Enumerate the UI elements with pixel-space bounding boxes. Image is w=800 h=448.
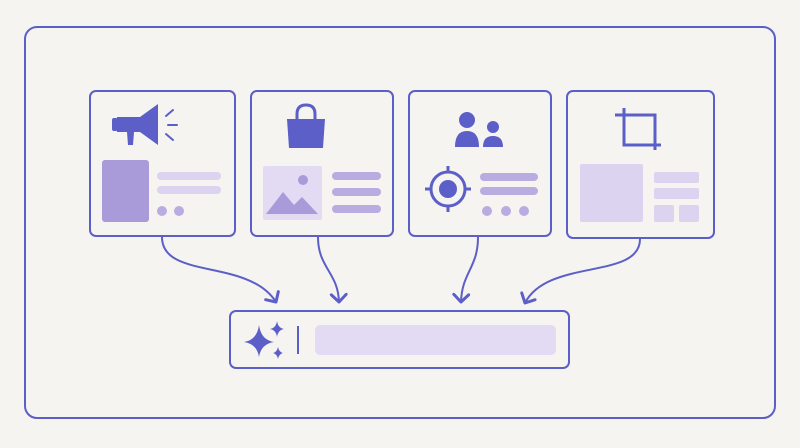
dot xyxy=(519,206,529,216)
image-placeholder-icon xyxy=(263,166,322,220)
grid-cell xyxy=(654,205,674,222)
text-line xyxy=(332,188,381,196)
prompt-text-field[interactable] xyxy=(315,325,556,355)
thumbnail xyxy=(580,164,643,222)
dot xyxy=(157,206,167,216)
card-audience[interactable] xyxy=(408,90,552,237)
thumbnail xyxy=(102,160,149,222)
connector-arrow xyxy=(317,236,348,304)
text-line xyxy=(332,172,381,180)
dot xyxy=(174,206,184,216)
connector-arrow xyxy=(452,236,479,304)
text-line xyxy=(480,173,538,181)
shopping-bag-icon xyxy=(287,103,325,148)
connector-arrow xyxy=(161,236,280,304)
card-frame xyxy=(408,90,552,237)
text-line xyxy=(480,187,538,195)
prompt-input-bar[interactable] xyxy=(229,310,570,369)
card-announcement[interactable] xyxy=(89,90,236,237)
dot xyxy=(501,206,511,216)
text-line xyxy=(332,205,381,213)
users-icon xyxy=(455,112,503,147)
megaphone-icon xyxy=(112,104,178,145)
dot xyxy=(482,206,492,216)
grid-cell xyxy=(679,205,699,222)
crop-icon xyxy=(615,108,661,150)
card-format[interactable] xyxy=(566,90,715,239)
grid-cell xyxy=(654,172,699,183)
outer-frame xyxy=(24,26,776,419)
connector-arrow xyxy=(520,238,641,305)
target-icon xyxy=(425,166,471,212)
text-line xyxy=(157,186,221,194)
sparkles-icon xyxy=(244,321,284,359)
text-line xyxy=(157,172,221,180)
card-product[interactable] xyxy=(250,90,394,237)
grid-cell xyxy=(654,188,699,199)
